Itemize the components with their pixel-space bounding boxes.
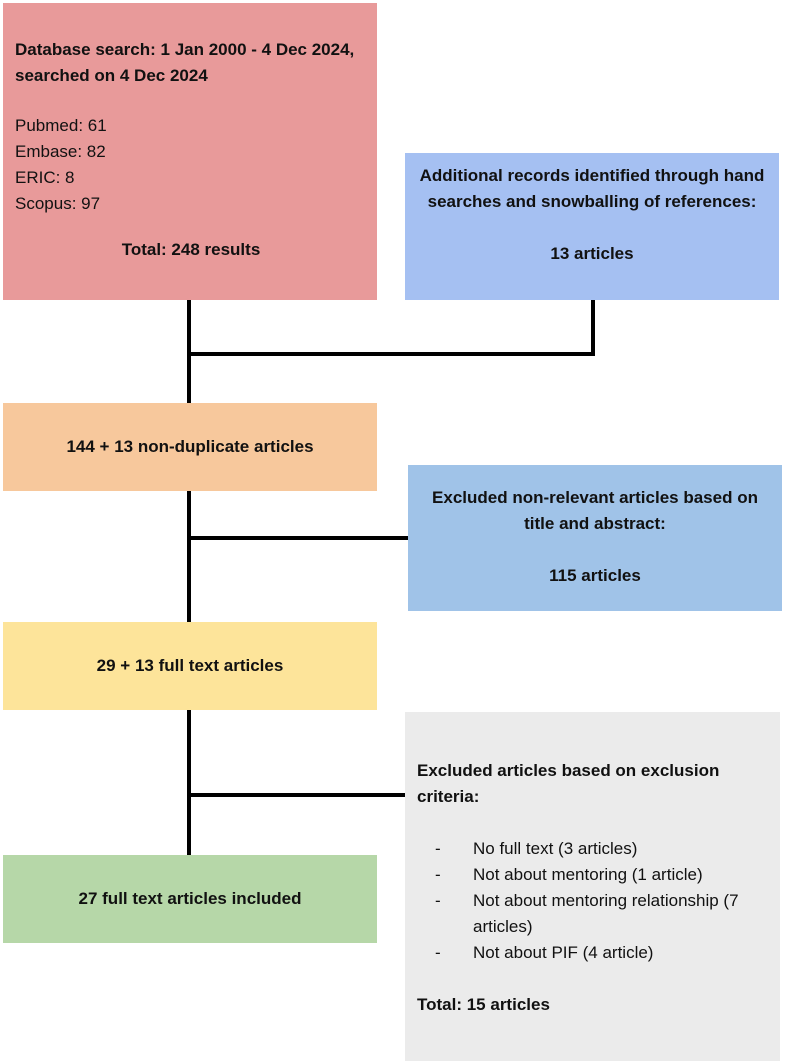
excluded-title-abstract-box: Excluded non-relevant articles based on … xyxy=(408,465,782,611)
excluded-title-abstract-count: 115 articles xyxy=(549,566,641,585)
excluded-criteria-total: Total: 15 articles xyxy=(417,995,550,1014)
bullet-dash: - xyxy=(435,943,441,962)
excluded-criteria-box: Excluded articles based on exclusion cri… xyxy=(405,712,780,1061)
excluded-title-abstract-title: Excluded non-relevant articles based on … xyxy=(432,488,758,533)
non-duplicate-label: 144 + 13 non-duplicate articles xyxy=(66,437,314,456)
excluded-reason: Not about mentoring relationship (7 arti… xyxy=(473,891,739,936)
full-text-box: 29 + 13 full text articles xyxy=(3,622,377,710)
included-label: 27 full text articles included xyxy=(78,889,302,908)
included-box: 27 full text articles included xyxy=(3,855,377,943)
excluded-criteria-list: - No full text (3 articles) - Not about me… xyxy=(417,836,770,966)
non-duplicate-box: 144 + 13 non-duplicate articles xyxy=(3,403,377,491)
connector-excluded2-branch xyxy=(187,793,405,797)
database-item-eric: ERIC: 8 xyxy=(15,168,75,187)
connector-nondup-to-fulltext xyxy=(187,491,191,622)
bullet-dash: - xyxy=(435,891,441,910)
connector-excluded1-branch xyxy=(187,536,408,540)
database-item-scopus: Scopus: 97 xyxy=(15,194,101,213)
list-item: - Not about mentoring relationship (7 art… xyxy=(417,888,770,940)
database-item-embase: Embase: 82 xyxy=(15,142,106,161)
bullet-dash: - xyxy=(435,839,441,858)
connector-merge-horizontal xyxy=(187,352,595,356)
additional-records-title: Additional records identified through ha… xyxy=(419,166,765,211)
excluded-reason: No full text (3 articles) xyxy=(473,839,638,858)
database-search-box: Database search: 1 Jan 2000 - 4 Dec 2024… xyxy=(3,3,377,300)
database-item-pubmed: Pubmed: 61 xyxy=(15,116,107,135)
database-search-total: Total: 248 results xyxy=(121,240,261,259)
list-item: - Not about PIF (4 article) xyxy=(417,940,770,966)
connector-additional-down xyxy=(591,300,595,356)
additional-records-count: 13 articles xyxy=(550,244,634,263)
database-list: Pubmed: 61 Embase: 82 ERIC: 8 Scopus: 97 xyxy=(15,113,367,217)
list-item: - No full text (3 articles) xyxy=(417,836,770,862)
bullet-dash: - xyxy=(435,865,441,884)
full-text-label: 29 + 13 full text articles xyxy=(96,656,284,675)
additional-records-box: Additional records identified through ha… xyxy=(405,153,779,300)
excluded-reason: Not about mentoring (1 article) xyxy=(473,865,703,884)
connector-fulltext-to-included xyxy=(187,710,191,855)
connector-db-to-nondup xyxy=(187,300,191,403)
excluded-reason: Not about PIF (4 article) xyxy=(473,943,654,962)
list-item: - Not about mentoring (1 article) xyxy=(417,862,770,888)
excluded-criteria-title: Excluded articles based on exclusion cri… xyxy=(417,761,720,806)
database-search-title: Database search: 1 Jan 2000 - 4 Dec 2024… xyxy=(15,40,355,85)
